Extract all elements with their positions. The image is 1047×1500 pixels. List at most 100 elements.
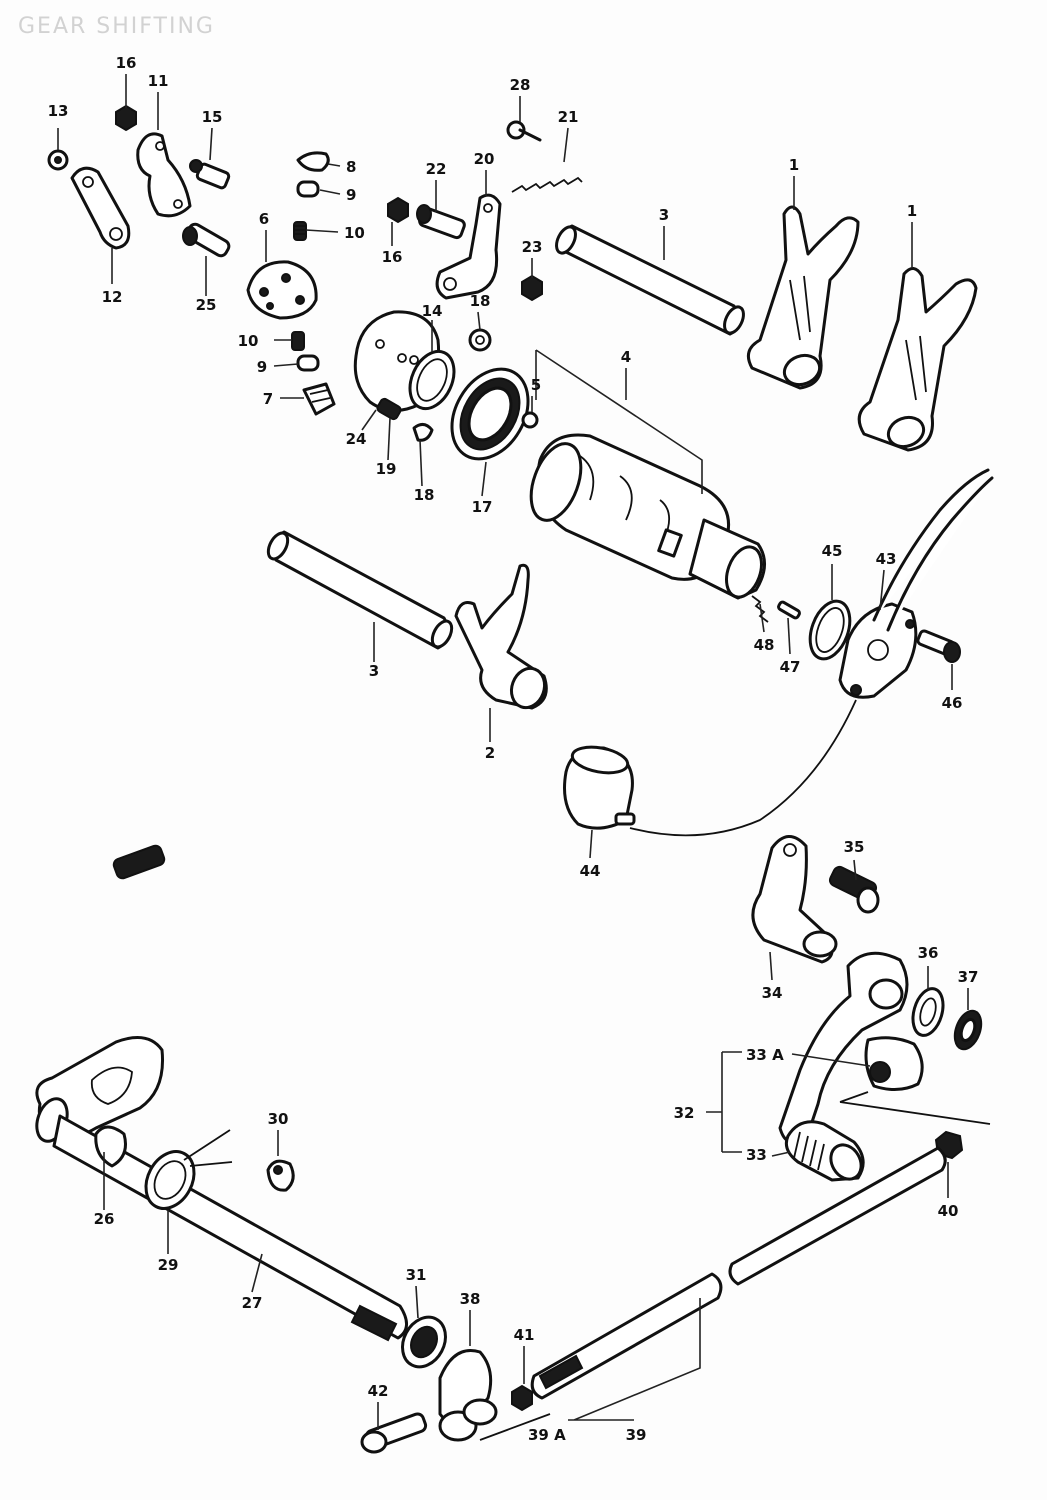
- callout-2: 2: [485, 744, 495, 762]
- ref-arrow-a2: [479, 1413, 551, 1441]
- callout-32: 32: [674, 1104, 695, 1122]
- part-10-spring-mid: [291, 331, 305, 351]
- part-14-ring: [408, 349, 456, 411]
- part-19-pin: [376, 397, 402, 421]
- callout-47: 47: [780, 658, 801, 676]
- callout-23: 23: [522, 238, 543, 256]
- part-22-bolt: [416, 204, 466, 240]
- part-37-clip: [953, 1009, 983, 1051]
- part-15-bolt: [189, 159, 231, 190]
- callout-8: 8: [346, 158, 356, 176]
- callout-9: 9: [346, 186, 356, 204]
- callout-16-b: 16: [382, 248, 403, 266]
- callout-22: 22: [426, 160, 447, 178]
- callout-18-b: 18: [414, 486, 435, 504]
- part-16-nut: [115, 104, 137, 132]
- part-21-spring: [511, 176, 583, 193]
- callout-9-b: 9: [257, 358, 267, 376]
- callout-39-a: 39 A: [528, 1426, 566, 1444]
- part-17-bearing: [450, 367, 530, 461]
- callout-45: 45: [822, 542, 843, 560]
- callout-43: 43: [876, 550, 897, 568]
- callout-6: 6: [259, 210, 269, 228]
- part-13-nut: [47, 149, 69, 171]
- part-20-arm: [435, 193, 502, 300]
- part-26-gearshift-shaft-arm: [35, 1036, 165, 1143]
- part-44-connector: [563, 745, 636, 830]
- part-31-oil-seal: [401, 1315, 447, 1369]
- callout-11: 11: [148, 72, 169, 90]
- callout-35: 35: [844, 838, 865, 856]
- part-5-pin: [521, 411, 539, 429]
- callout-21: 21: [558, 108, 579, 126]
- callout-44: 44: [580, 862, 601, 880]
- callout-20: 20: [474, 150, 495, 168]
- callout-36: 36: [918, 944, 939, 962]
- part-6-cam-plate: [246, 260, 318, 320]
- callout-15: 15: [202, 108, 223, 126]
- callout-1: 1: [789, 156, 799, 174]
- callout-12: 12: [102, 288, 123, 306]
- callout-24: 24: [346, 430, 367, 448]
- part-27-shift-shaft: [52, 1114, 408, 1342]
- part-32-shift-pedal: [778, 951, 924, 1145]
- callout-29: 29: [158, 1256, 179, 1274]
- part-18-nut-b: [412, 423, 434, 442]
- callout-4: 4: [621, 348, 631, 366]
- part-18-nut-a: [468, 328, 492, 352]
- ref-arrow-a: [839, 1091, 991, 1125]
- part-1-fork-b: [857, 267, 978, 452]
- callout-25: 25: [196, 296, 217, 314]
- leader-lines: [57, 74, 969, 1430]
- part-45-o-ring: [808, 599, 852, 661]
- callout-3: 3: [659, 206, 669, 224]
- part-43-gear-position-switch: [838, 468, 994, 699]
- part-25-pin: [182, 222, 231, 258]
- part-4-shift-drum: [529, 433, 766, 600]
- callout-labels: 13 16 11 15 12 25 8 9 10 6 10 9 7 28 21 …: [48, 54, 979, 1444]
- part-38-joint: [438, 1349, 498, 1442]
- part-34-lever: [751, 835, 838, 964]
- callout-16: 16: [116, 54, 137, 72]
- part-46-screw: [916, 629, 961, 663]
- callout-48: 48: [754, 636, 775, 654]
- callout-28: 28: [510, 76, 531, 94]
- callout-26: 26: [94, 1210, 115, 1228]
- part-36-washer: [911, 987, 945, 1037]
- part-3-shaft-lower: [266, 530, 454, 650]
- callout-31: 31: [406, 1266, 427, 1284]
- part-16-nut-b: [387, 196, 409, 224]
- callout-42: 42: [368, 1382, 389, 1400]
- part-35-bolt: [828, 865, 880, 914]
- callout-19: 19: [376, 460, 397, 478]
- callout-37: 37: [958, 968, 979, 986]
- part-42-bolt: [360, 1412, 428, 1454]
- callout-38: 38: [460, 1290, 481, 1308]
- callout-40: 40: [938, 1202, 959, 1220]
- part-30-pin: [266, 1159, 295, 1192]
- part-41-nut: [511, 1384, 533, 1412]
- part-3-shaft-upper: [555, 224, 745, 336]
- loose-bolt: [112, 844, 166, 880]
- callout-14: 14: [422, 302, 443, 320]
- switch-cable: [629, 699, 857, 837]
- callout-41: 41: [514, 1326, 535, 1344]
- part-1-fork-a: [746, 205, 860, 390]
- diagram-title: GEAR SHIFTING: [18, 14, 215, 39]
- part-9-pin-mid: [296, 354, 320, 372]
- part-33-footpeg-rubber: [784, 1120, 865, 1182]
- callout-39: 39: [626, 1426, 647, 1444]
- callout-13: 13: [48, 102, 69, 120]
- part-28-bolt: [506, 120, 542, 142]
- callout-46: 46: [942, 694, 963, 712]
- part-7-stopper: [302, 382, 336, 416]
- part-29-spring: [144, 1129, 233, 1210]
- part-23-nut: [521, 274, 543, 302]
- part-39-shift-rod: [530, 1146, 947, 1400]
- part-2-fork: [454, 563, 548, 710]
- callout-7: 7: [263, 390, 273, 408]
- part-8-cam-top: [296, 151, 330, 172]
- callout-18: 18: [470, 292, 491, 310]
